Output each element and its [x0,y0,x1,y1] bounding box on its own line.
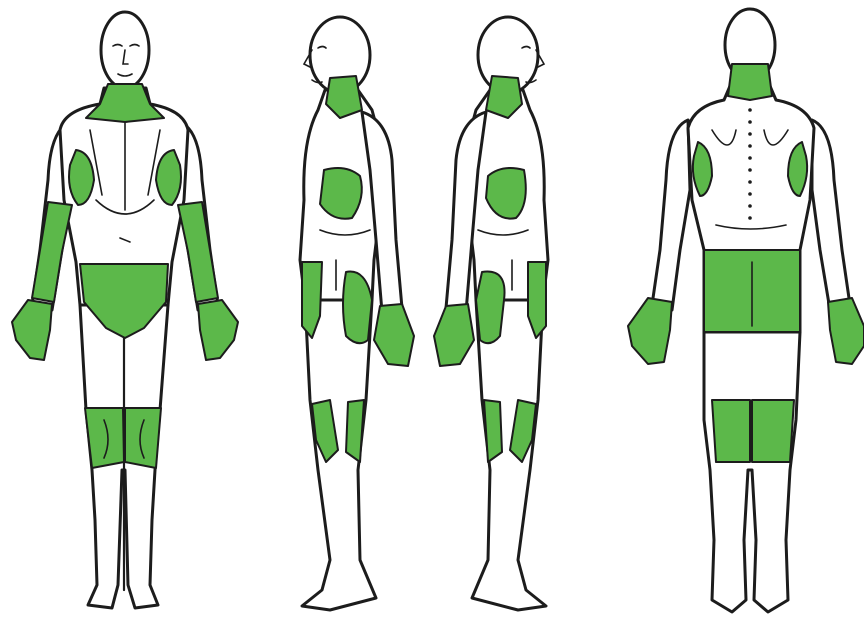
side1-zone-knee-back [346,400,364,462]
front-zone-right-hand [12,300,52,360]
back-zone-neck [728,64,772,100]
side1-zone-hand [374,304,414,366]
back-zone-left-hand [828,298,864,364]
front-zone-right-knee [85,408,124,468]
back-zone-left-knee [752,400,794,462]
back-left-arm [812,120,850,310]
front-zone-right-forearm [32,202,72,302]
side1-zone-armpit [320,168,362,219]
side2-zone-hand [434,304,474,366]
front-zone-left-hand [198,300,238,360]
front-zone-left-knee [125,408,161,468]
back-right-arm [652,120,690,310]
figure-side-view-facing-left [300,17,414,610]
side2-zone-back-thigh [476,272,505,344]
back-zone-right-hand [628,298,672,364]
side2-leg [472,300,546,610]
figure-back-view [628,9,864,612]
back-legs [704,332,800,612]
side1-leg [302,300,376,610]
figure-front-view [12,12,238,608]
side2-zone-knee-back [484,400,502,462]
front-zone-left-forearm [178,202,218,302]
figure-side-view-facing-right [434,17,548,610]
back-zone-right-knee [712,400,750,462]
